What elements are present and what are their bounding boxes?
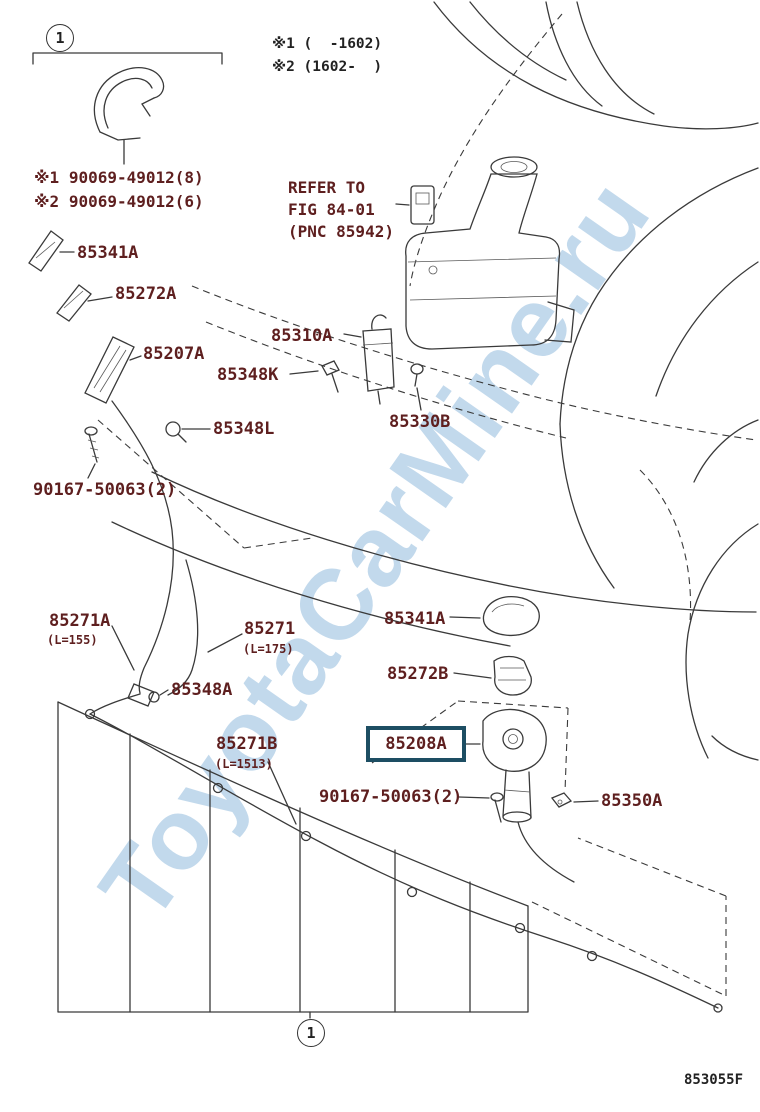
part-label-90167-rear: 90167-50063(2) (319, 787, 463, 807)
part-label-85341a-rear: 85341A (384, 609, 446, 629)
refer-note-line3: (PNC 85942) (288, 222, 394, 241)
part-label-85350a: 85350A (601, 791, 663, 811)
rear-washer-actuator-drawing (371, 595, 599, 883)
front-nozzle-drawings (28, 230, 211, 479)
part-label-85271b-length: (L=1513) (215, 757, 273, 771)
part-label-90167-front: 90167-50063(2) (33, 480, 177, 500)
part-label-85310a: 85310A (271, 326, 333, 346)
part-label-85271a: 85271A (49, 611, 111, 631)
top-bracket-and-clip-drawing (32, 52, 223, 165)
rear-hose-drawing (84, 693, 723, 1013)
part-label-85348l: 85348L (213, 419, 275, 439)
part-label-85272b: 85272B (387, 664, 449, 684)
washer-reservoir-drawing (395, 156, 575, 350)
part-label-85207a: 85207A (143, 344, 205, 364)
note-applicability-1: ※1 ( -1602) (272, 36, 383, 52)
part-label-85330b: 85330B (389, 412, 451, 432)
part-label-85271b: 85271B (216, 734, 278, 754)
front-hose-drawings (97, 400, 313, 707)
part-label-85348a: 85348A (171, 680, 233, 700)
part-label-85271-length: (L=175) (243, 642, 294, 656)
bumper-drawing (57, 701, 727, 1019)
drawing-code: 853055F (684, 1072, 744, 1088)
part-label-85271: 85271 (244, 619, 296, 639)
car-body-drawing (111, 1, 759, 761)
callout-1-top: 1 (46, 24, 74, 52)
washer-pump-drawing (289, 314, 424, 411)
part-label-85271a-length: (L=155) (47, 633, 98, 647)
refer-note-line1: REFER TO (288, 178, 366, 197)
part-label-90069-49012-8: ※1 90069-49012(8) (34, 168, 204, 187)
part-label-90069-49012-6: ※2 90069-49012(6) (34, 192, 204, 211)
part-label-85348k: 85348K (217, 365, 279, 385)
part-label-85272a: 85272A (115, 284, 177, 304)
callout-1-bottom: 1 (297, 1019, 325, 1047)
part-label-85341a-front: 85341A (77, 243, 139, 263)
highlighted-part-label-85208a[interactable]: 85208A (366, 726, 466, 762)
note-applicability-2: ※2 (1602- ) (272, 59, 383, 75)
refer-note-line2: FIG 84-01 (288, 200, 375, 219)
